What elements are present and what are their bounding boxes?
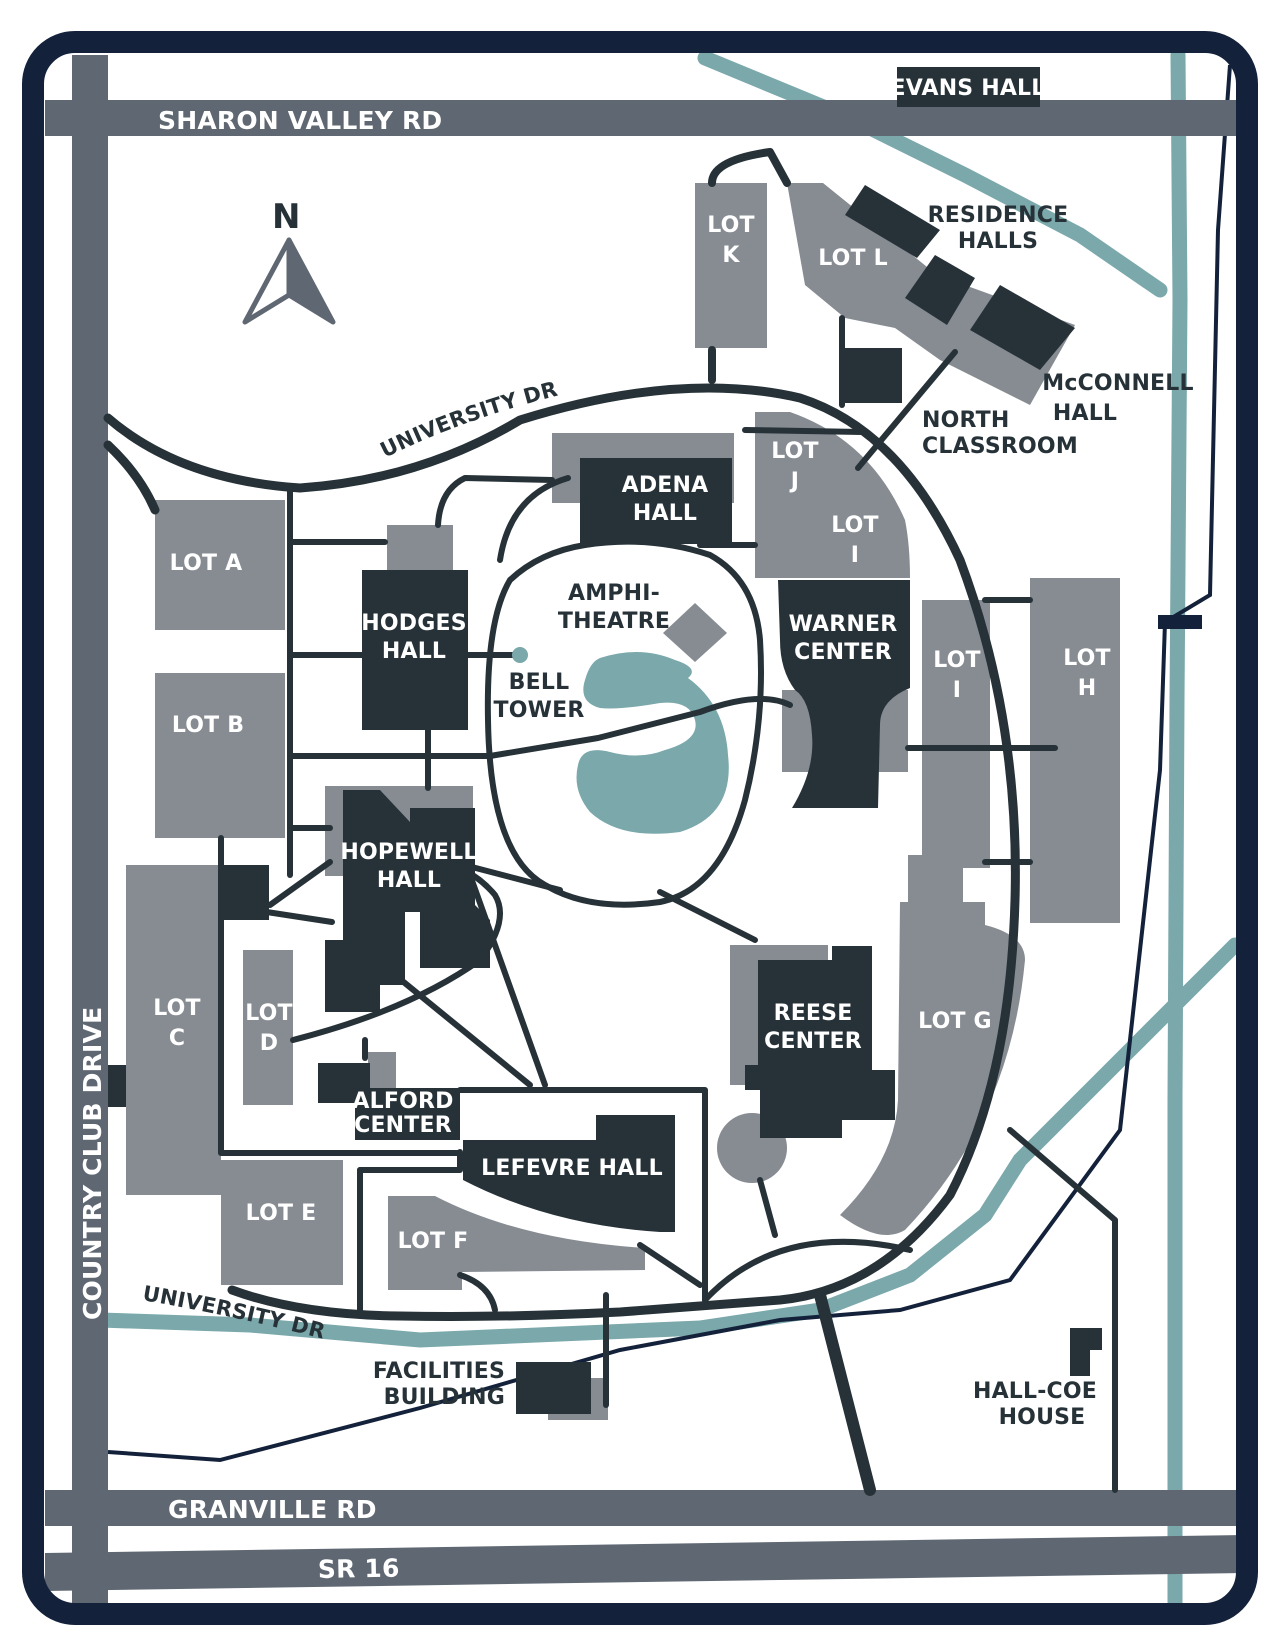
north-letter: N: [272, 197, 301, 237]
map-frame: [22, 31, 1258, 1625]
lot-c: [126, 865, 221, 1195]
lot-a: [155, 500, 285, 630]
lot-g-label: LOT G: [918, 1009, 992, 1034]
hodges-hall: [362, 570, 468, 730]
lot-i-north: [755, 412, 910, 578]
sharon-valley-label: SHARON VALLEY RD: [158, 106, 442, 135]
lot-e: [221, 1160, 343, 1285]
alford-center-main: [355, 1088, 460, 1140]
evans-hall: [897, 67, 1040, 107]
lot-i-east-lower: [908, 855, 963, 905]
lot-g: [840, 902, 1025, 1235]
lot-l-label: LOT L: [818, 246, 888, 271]
residence-halls-bldg-3: [970, 285, 1075, 370]
creek: [92, 47, 1243, 1613]
granville-label: GRANVILLE RD: [168, 1495, 377, 1524]
reese-center: [745, 946, 895, 1138]
adena-hall: [580, 458, 732, 544]
sharon-valley-road: [45, 100, 1245, 136]
lot-f: [388, 1196, 645, 1290]
lot-k: [695, 183, 767, 348]
north-classroom-bldg: [842, 348, 902, 403]
hopewell-hall: [325, 790, 490, 1012]
country-club-label: COUNTRY CLUB DRIVE: [78, 1007, 107, 1320]
roads: [45, 55, 1245, 1605]
lot-e-label: LOT E: [246, 1201, 317, 1226]
south-road-stub: [108, 1065, 126, 1107]
lot-d: [243, 950, 293, 1105]
amphitheatre-stage: [663, 603, 727, 662]
lot-b: [155, 673, 285, 838]
lot-f-label: LOT F: [398, 1229, 469, 1254]
lot-b-label: LOT B: [172, 713, 244, 738]
country-club-drive: [72, 55, 108, 1605]
compass: N: [242, 197, 336, 325]
alford-annex: [368, 1052, 396, 1092]
trail: [107, 64, 1232, 1463]
trail-bridge: [1158, 615, 1202, 629]
residence-halls-bldg-2: [905, 255, 975, 325]
lot-i-east: [922, 600, 990, 868]
north-arrow-icon: [242, 237, 336, 325]
sr16-road: [45, 1535, 1245, 1591]
lefevre-hall: [463, 1115, 675, 1232]
hallcoe-house: [1070, 1328, 1102, 1376]
granville-road: [45, 1490, 1245, 1526]
lot-a-label: LOT A: [170, 551, 243, 576]
residence-halls-bldg-1: [845, 185, 940, 258]
buildings: [108, 67, 1102, 1414]
facilities-building: [516, 1362, 591, 1414]
evans-hall-label: EVANS HALL: [891, 76, 1046, 101]
pond: [576, 651, 729, 834]
hopewell-wing: [221, 865, 269, 920]
sr16-label: SR 16: [318, 1554, 400, 1584]
amphitheatre-label: AMPHI-THEATRE: [558, 581, 670, 634]
hodges-annex: [387, 525, 453, 575]
warner-center: [778, 580, 910, 808]
lefevre-hall-label: LEFEVRE HALL: [481, 1156, 663, 1181]
